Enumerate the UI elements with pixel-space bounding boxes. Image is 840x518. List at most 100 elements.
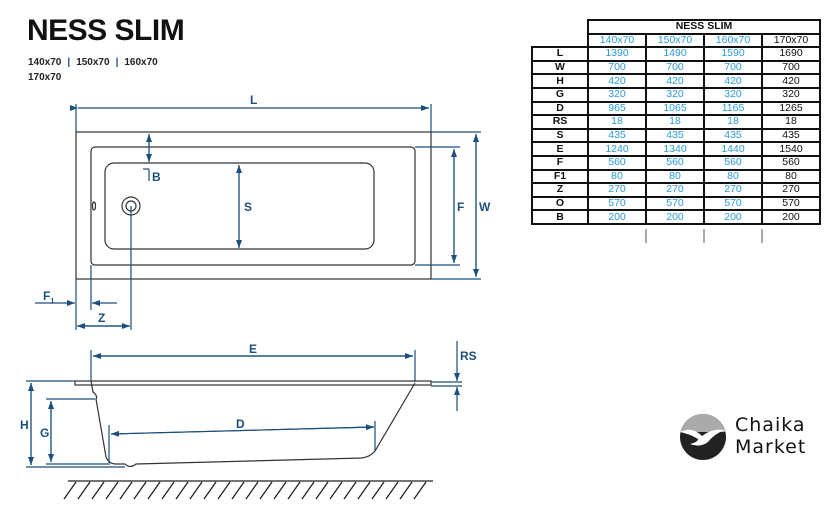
- row-label: S: [531, 127, 589, 144]
- table-cell: 570: [703, 195, 763, 212]
- size-option: 150x70: [76, 57, 110, 68]
- dim-label-d: D: [236, 417, 245, 431]
- tub-body-side: [90, 380, 416, 468]
- dim-label-e: E: [249, 342, 257, 356]
- table-title: NESS SLIM: [587, 19, 821, 35]
- table-cell: 200: [703, 209, 763, 225]
- floor-hatch: [63, 480, 433, 500]
- overflow-icon: [91, 201, 97, 211]
- tub-basin: [104, 162, 375, 250]
- table-cell: 570: [645, 195, 705, 212]
- dim-label-f: F: [457, 200, 464, 214]
- logo-line-1: Chaika: [735, 414, 806, 436]
- tub-outline: [75, 131, 432, 280]
- table-cell: 700: [587, 59, 647, 76]
- side-view: E RS H G D: [20, 341, 477, 500]
- table-cell: 560: [703, 154, 763, 171]
- dim-label-h: H: [20, 418, 29, 432]
- table-cell: 1440: [703, 141, 763, 157]
- table-cell: 80: [587, 168, 647, 185]
- table-cell: 435: [703, 127, 763, 144]
- row-label: RS: [531, 114, 589, 130]
- table-cell: 200: [587, 209, 647, 225]
- table-cell: 320: [761, 86, 821, 103]
- table-cell: 18: [587, 114, 647, 130]
- table-cell: 1540: [761, 141, 821, 157]
- table-cell: 320: [587, 86, 647, 103]
- row-label: Z: [531, 182, 589, 198]
- row-label: W: [531, 59, 589, 76]
- table-cell: 420: [761, 73, 821, 89]
- table-cell: 700: [645, 59, 705, 76]
- table-cell: 270: [645, 182, 705, 198]
- table-cell: 18: [645, 114, 705, 130]
- table-cell: 1240: [587, 141, 647, 157]
- table-cell: 700: [761, 59, 821, 76]
- dim-label-z: Z: [98, 311, 105, 325]
- tub-rim-side: [74, 380, 432, 386]
- table-cell: 80: [761, 168, 821, 185]
- row-label: B: [531, 209, 589, 225]
- table-cell: 1340: [645, 141, 705, 157]
- table-cell: 200: [761, 209, 821, 225]
- tub-rim: [90, 146, 416, 266]
- table-cell: 420: [587, 73, 647, 89]
- table-cell: 435: [645, 127, 705, 144]
- table-cell: 18: [703, 114, 763, 130]
- row-label: O: [531, 195, 589, 212]
- table-cell: 270: [587, 182, 647, 198]
- row-label: F1: [531, 168, 589, 185]
- dim-label-f1: F1: [43, 289, 54, 305]
- logo-line-2: Market: [735, 436, 807, 458]
- row-label: E: [531, 141, 589, 157]
- row-label: L: [531, 46, 589, 62]
- dim-label-s: S: [244, 200, 252, 214]
- row-label: H: [531, 73, 589, 89]
- table-cell: 320: [645, 86, 705, 103]
- size-list: 140x70|150x70|160x70 170x70: [28, 57, 158, 83]
- table-cell: 700: [703, 59, 763, 76]
- table-cell: 1065: [645, 100, 705, 117]
- dim-label-w: W: [479, 200, 491, 214]
- table-cell: 270: [703, 182, 763, 198]
- table-cell: 560: [761, 154, 821, 171]
- table-cell: 320: [703, 86, 763, 103]
- table-cell: 420: [645, 73, 705, 89]
- table-cell: 560: [645, 154, 705, 171]
- size-option: 160x70: [124, 57, 158, 68]
- table-cell: 1490: [645, 46, 705, 62]
- column-header: 140x70: [587, 32, 647, 49]
- table-cell: 1590: [703, 46, 763, 62]
- row-label: D: [531, 100, 589, 117]
- dim-label-g: G: [40, 426, 49, 440]
- row-label: G: [531, 86, 589, 103]
- table-cell: 1165: [703, 100, 763, 117]
- dim-label-b: B: [152, 170, 161, 184]
- table-cell: 560: [587, 154, 647, 171]
- product-title: NESS SLIM: [27, 14, 185, 47]
- column-header: 150x70: [645, 32, 705, 49]
- table-cell: 570: [587, 195, 647, 212]
- table-cell: 80: [703, 168, 763, 185]
- table-cell: 1265: [761, 100, 821, 117]
- table-cell: 1690: [761, 46, 821, 62]
- table-cell: 965: [587, 100, 647, 117]
- table-cell: 420: [703, 73, 763, 89]
- top-view: L W F B S F1: [35, 93, 491, 330]
- seagull-logo-icon: [680, 414, 726, 460]
- column-header: 160x70: [703, 32, 763, 49]
